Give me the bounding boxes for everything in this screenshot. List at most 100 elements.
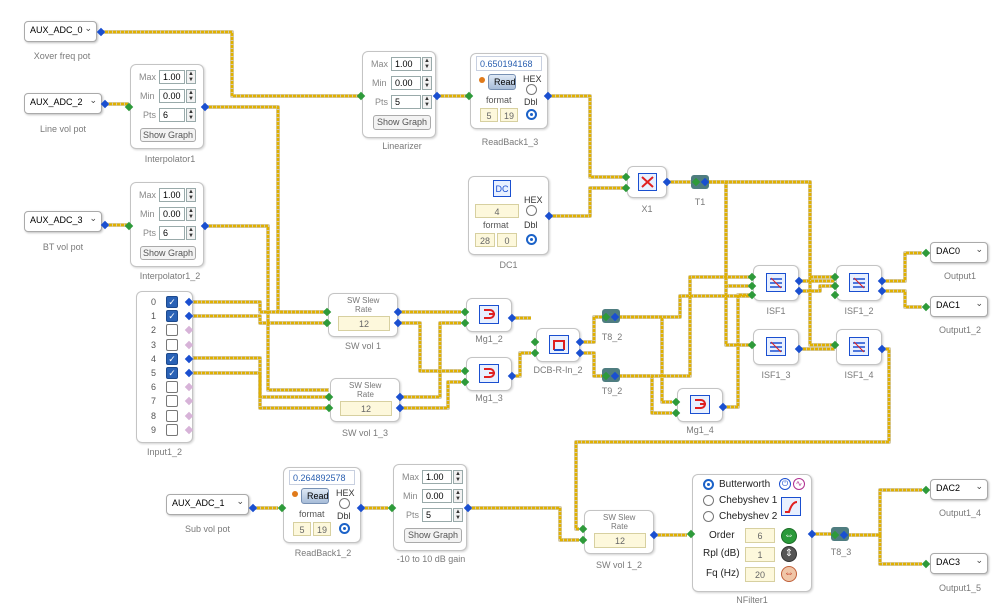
aux-adc-3-select[interactable]: AUX_ADC_3 ⌄	[24, 211, 102, 232]
max-spinner[interactable]: ▲▼	[453, 470, 463, 484]
format-field-2[interactable]: 19	[313, 522, 331, 536]
dac3-select[interactable]: DAC3 ⌄	[930, 553, 988, 574]
dac1-select[interactable]: DAC1 ⌄	[930, 296, 988, 317]
output-pin[interactable]	[184, 340, 194, 349]
interpolator1-2-block[interactable]: Max 1.00 ▲▼ Min 0.00 ▲▼ Pts 6 ▲▼ Show Gr…	[130, 182, 204, 267]
max-field[interactable]: 1.00	[159, 70, 185, 84]
output-pin[interactable]	[184, 411, 194, 420]
pts-field[interactable]: 5	[422, 508, 452, 522]
max-spinner[interactable]: ▲▼	[186, 70, 196, 84]
isf1-block[interactable]	[753, 265, 799, 301]
output-pin[interactable]	[184, 354, 194, 364]
min-spinner[interactable]: ▲▼	[186, 89, 196, 103]
pts-field[interactable]: 6	[159, 108, 185, 122]
sw-vol-1-block[interactable]: SW Slew Rate 12	[328, 293, 398, 337]
sw-vol-1-3-block[interactable]: SW Slew Rate 12	[330, 378, 400, 422]
channel-checkbox[interactable]	[166, 409, 178, 422]
mg1-2-block[interactable]	[466, 298, 512, 332]
min-field[interactable]: 0.00	[422, 489, 452, 503]
dbl-radio[interactable]	[526, 109, 537, 120]
chebyshev1-radio[interactable]	[703, 495, 714, 506]
channel-checkbox[interactable]	[166, 395, 178, 408]
dcb-r-in-2-block[interactable]	[536, 328, 580, 362]
channel-checkbox[interactable]	[166, 381, 178, 394]
min-field[interactable]: 0.00	[391, 76, 421, 90]
dc1-block[interactable]: DC HEX 4 format Dbl 28 0	[468, 176, 549, 255]
isf1-2-block[interactable]	[836, 265, 882, 301]
order-field[interactable]: 6	[745, 528, 775, 543]
show-graph-button[interactable]: Show Graph	[140, 128, 196, 142]
channel-checkbox[interactable]: ✓	[166, 352, 178, 365]
gain-block[interactable]: Max 1.00 ▲▼ Min 0.00 ▲▼ Pts 5 ▲▼ Show Gr…	[393, 464, 467, 551]
show-graph-button[interactable]: Show Graph	[140, 246, 196, 260]
min-spinner[interactable]: ▲▼	[186, 207, 196, 221]
max-field[interactable]: 1.00	[422, 470, 452, 484]
dac0-select[interactable]: DAC0 ⌄	[930, 242, 988, 263]
butterworth-radio[interactable]	[703, 479, 714, 490]
pts-spinner[interactable]: ▲▼	[453, 508, 463, 522]
format-field-2[interactable]: 0	[497, 233, 517, 247]
pts-field[interactable]: 6	[159, 226, 185, 240]
pts-spinner[interactable]: ▲▼	[186, 226, 196, 240]
hex-radio[interactable]	[339, 498, 350, 509]
interpolator1-block[interactable]: Max 1.00 ▲▼ Min 0.00 ▲▼ Pts 6 ▲▼ Show Gr…	[130, 64, 204, 149]
rpl-field[interactable]: 1	[745, 547, 775, 562]
sw-value[interactable]: 12	[594, 533, 646, 548]
channel-checkbox[interactable]: ✓	[166, 367, 178, 379]
nfilter1-block[interactable]: Butterworth ⏻ ∿ Chebyshev 1 Chebyshev 2 …	[692, 474, 812, 592]
hex-radio[interactable]	[526, 84, 537, 95]
format-field-1[interactable]: 5	[293, 522, 311, 536]
readback1-3-block[interactable]: 0.650194168 Read HEX format Dbl 5 19	[470, 53, 548, 129]
min-field[interactable]: 0.00	[159, 207, 185, 221]
mg1-4-block[interactable]	[677, 388, 723, 422]
show-graph-button[interactable]: Show Graph	[373, 115, 431, 130]
output-pin[interactable]	[184, 326, 194, 335]
dac2-select[interactable]: DAC2 ⌄	[930, 479, 988, 500]
order-icon[interactable]: ⇔	[781, 528, 797, 544]
isf1-3-block[interactable]	[753, 329, 799, 365]
channel-checkbox[interactable]	[166, 324, 178, 337]
dc-value-field[interactable]: 4	[475, 204, 519, 218]
min-field[interactable]: 0.00	[159, 89, 185, 103]
channel-checkbox[interactable]: ✓	[166, 310, 178, 323]
output-pin[interactable]	[184, 425, 194, 435]
read-button[interactable]: Read	[488, 74, 516, 90]
channel-checkbox[interactable]: ✓	[166, 296, 178, 308]
output-pin[interactable]	[184, 382, 194, 392]
min-spinner[interactable]: ▲▼	[422, 76, 432, 90]
max-field[interactable]: 1.00	[159, 188, 185, 202]
dbl-radio[interactable]	[339, 523, 350, 534]
x1-block[interactable]	[627, 166, 667, 198]
readback1-2-block[interactable]: 0.264892578 Read HEX format Dbl 5 19	[283, 467, 361, 543]
mg1-3-block[interactable]	[466, 357, 512, 391]
format-field-2[interactable]: 19	[500, 108, 518, 122]
sw-vol-1-2-block[interactable]: SW Slew Rate 12	[584, 510, 654, 554]
format-field-1[interactable]: 28	[475, 233, 495, 247]
sw-value[interactable]: 12	[338, 316, 390, 331]
dbl-radio[interactable]	[526, 234, 537, 245]
chebyshev2-radio[interactable]	[703, 511, 714, 522]
rpl-icon[interactable]: ⇕	[781, 546, 797, 562]
fq-field[interactable]: 20	[745, 567, 775, 582]
max-field[interactable]: 1.00	[391, 57, 421, 71]
output-pin[interactable]	[184, 368, 194, 378]
output-pin[interactable]	[184, 397, 194, 406]
format-field-1[interactable]: 5	[480, 108, 498, 122]
aux-adc-0-select[interactable]: AUX_ADC_0 ⌄	[24, 21, 97, 42]
pts-field[interactable]: 5	[391, 95, 421, 109]
fq-icon[interactable]: ⇔	[781, 566, 797, 582]
hex-radio[interactable]	[526, 205, 537, 216]
aux-adc-2-select[interactable]: AUX_ADC_2 ⌄	[24, 93, 102, 114]
show-graph-button[interactable]: Show Graph	[404, 528, 462, 543]
channel-checkbox[interactable]	[166, 338, 178, 351]
linearizer-block[interactable]: Max 1.00 ▲▼ Min 0.00 ▲▼ Pts 5 ▲▼ Show Gr…	[362, 51, 436, 138]
aux-adc-1-select[interactable]: AUX_ADC_1 ⌄	[166, 494, 249, 515]
output-pin[interactable]	[184, 297, 194, 307]
pts-spinner[interactable]: ▲▼	[422, 95, 432, 109]
pts-spinner[interactable]: ▲▼	[186, 108, 196, 122]
max-spinner[interactable]: ▲▼	[422, 57, 432, 71]
sw-value[interactable]: 12	[340, 401, 392, 416]
max-spinner[interactable]: ▲▼	[186, 188, 196, 202]
read-button[interactable]: Read	[301, 488, 329, 504]
